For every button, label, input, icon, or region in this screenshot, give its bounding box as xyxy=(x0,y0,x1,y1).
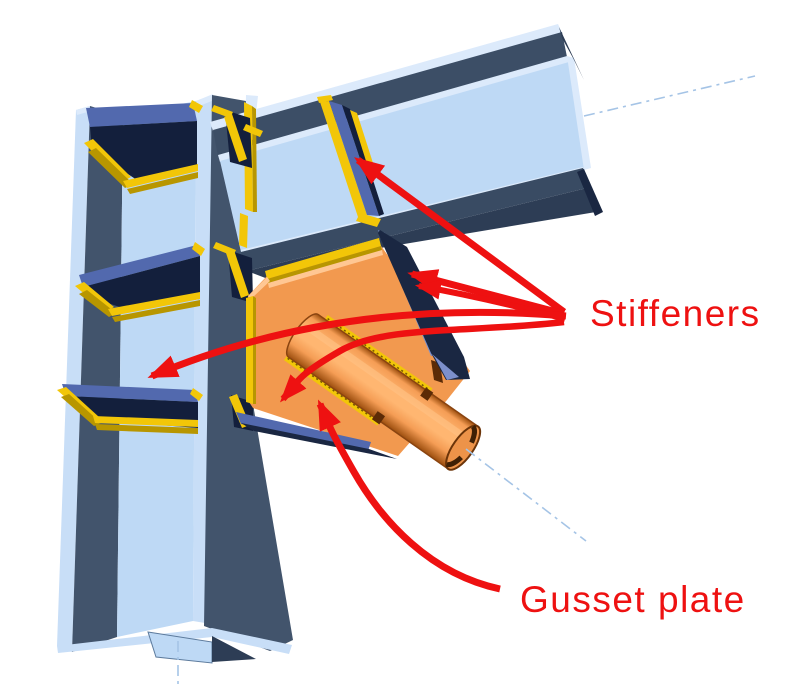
weld-bead xyxy=(88,148,133,188)
tube-end-rim xyxy=(469,424,477,444)
weld-bead xyxy=(123,164,198,188)
column-stiffener-top xyxy=(84,100,203,194)
gusset-plate-label: Gusset plate xyxy=(520,579,746,620)
stiffener-top-face xyxy=(79,245,200,287)
arrow-to-beam-stiffener xyxy=(354,157,567,315)
weld-bead xyxy=(189,100,203,113)
column-left-flange-edge xyxy=(57,106,90,652)
gusset-top-stiffener xyxy=(378,230,470,380)
beam-web-flange-line xyxy=(240,167,584,252)
gusset-top-highlight xyxy=(268,250,383,288)
column-base-edge xyxy=(57,628,292,654)
stiffener-top-face xyxy=(86,103,197,127)
weld-bead xyxy=(127,172,198,194)
weld-bead xyxy=(226,250,249,298)
column-right-flange-top xyxy=(196,94,214,107)
tube-edge xyxy=(317,313,480,428)
weld-bead xyxy=(108,292,200,316)
stiffeners-label: Stiffeners xyxy=(590,293,761,334)
beam-bottom-flange-face xyxy=(241,168,591,271)
brace-axis-line xyxy=(465,448,587,542)
arrow-to-gusset-plate xyxy=(316,399,501,593)
beam-end-top-flange xyxy=(559,27,584,80)
tube-slot-end-weld xyxy=(371,411,386,425)
beam-web xyxy=(220,62,585,252)
weld-bead xyxy=(79,290,116,317)
weld-bead xyxy=(239,213,248,248)
joint-welds xyxy=(211,95,263,431)
tube-edge xyxy=(288,356,450,471)
stiffener-face xyxy=(329,101,379,216)
weld-dots xyxy=(327,318,430,391)
weld-bead xyxy=(61,394,101,426)
column-base-flange xyxy=(147,631,213,664)
tube-end-rim xyxy=(445,455,463,468)
weld-bead xyxy=(243,124,263,137)
column-stiffener-middle xyxy=(75,242,205,322)
column-stiffener-lower xyxy=(57,384,203,434)
stiffener-plate xyxy=(378,230,470,380)
column-left-flange-face xyxy=(72,106,123,652)
arrow-to-gusset-bottom-stiffener xyxy=(279,318,565,403)
weld-bead xyxy=(95,424,198,434)
weld-bead xyxy=(213,242,236,256)
tube-slot-end-weld xyxy=(420,387,434,401)
stiffeners-arrows xyxy=(147,157,567,403)
beam-end-web-edge xyxy=(567,56,591,170)
arrow-to-column-stiffener xyxy=(147,308,567,380)
weld-bead xyxy=(112,300,200,322)
weld-bead xyxy=(93,416,198,427)
weld-bead xyxy=(253,296,256,404)
weld-bead xyxy=(320,101,367,217)
weld-bead xyxy=(265,238,381,279)
stiffener-underside xyxy=(83,256,200,309)
weld-bead xyxy=(192,242,205,256)
weld-bead xyxy=(317,95,333,103)
stiffener-plate xyxy=(241,423,397,459)
weld-bead xyxy=(246,296,253,404)
stiffener-chamfer xyxy=(432,354,459,380)
weld-bead xyxy=(190,388,203,401)
tube-highlight xyxy=(310,327,470,443)
gusset-chamfer-highlight xyxy=(248,277,270,299)
beam-top-flange-lip xyxy=(218,56,569,162)
beam-top-flange-edge xyxy=(210,24,562,131)
column-base-shadow xyxy=(212,636,256,662)
gusset-plate-arrow xyxy=(316,399,501,593)
weld-bead xyxy=(267,246,382,284)
weld-bead xyxy=(224,114,247,162)
beam xyxy=(210,24,603,279)
stiffener-top-face xyxy=(62,384,198,402)
weld-bead xyxy=(356,213,381,227)
beam-axis-line xyxy=(583,75,756,117)
weld-bead xyxy=(350,110,373,163)
beam-top-flange-face xyxy=(213,32,567,156)
beam-end-bottom-flange xyxy=(577,169,603,216)
weld-bead xyxy=(211,105,233,118)
